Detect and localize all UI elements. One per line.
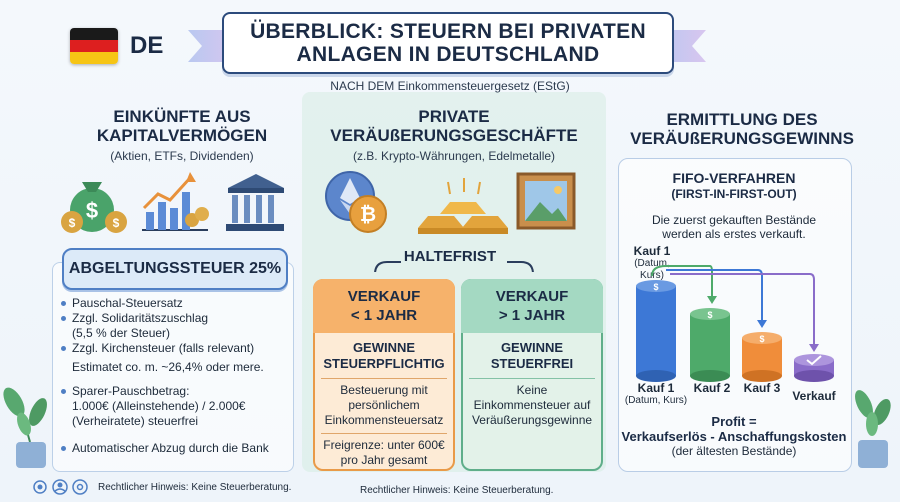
sun-icon (33, 480, 47, 494)
left-item-2: Zzgl. Solidaritätszuschlag(5,5 % der Ste… (61, 311, 292, 341)
abgeltungssteuer-badge: ABGELTUNGSSTEUER 25% (62, 248, 288, 290)
verkauf-long-title: VERKAUF > 1 JAHR (495, 288, 569, 324)
haltefrist-label: HALTEFRIST (403, 248, 497, 265)
middle-icons: ₿ (325, 171, 576, 234)
svg-text:$: $ (86, 198, 98, 223)
left-item-4: Sparer-Pauschbetrag:1.000€ (Alleinstehen… (61, 384, 292, 429)
fifo-header: FIFO-VERFAHREN (FIRST-IN-FIRST-OUT) Die … (651, 170, 817, 241)
left-title-line2: KAPITALVERMÖGEN (96, 126, 268, 145)
country-code: DE (130, 32, 164, 59)
crypto-coins-icon: ₿ (325, 171, 387, 233)
kauf3-label: Kauf 3 (743, 381, 781, 395)
left-item-1: Pauschal-Steuersatz (61, 296, 292, 311)
plant-right-icon (855, 390, 891, 468)
gold-bars-icon (418, 178, 508, 234)
kauf2-label: Kauf 2 (693, 381, 731, 395)
left-item-3: Zzgl. Kirchensteuer (falls relevant)Esti… (61, 341, 292, 375)
kauf1-stack: $ (636, 280, 676, 382)
verkauf-stack (794, 354, 834, 382)
user-icon (52, 479, 68, 495)
bank-icon (226, 174, 284, 231)
fifo-coin-stacks: $ $ $ (636, 265, 834, 382)
verkauf-short-header (313, 279, 455, 333)
svg-text:₿: ₿ (360, 204, 376, 226)
svg-text:$: $ (69, 216, 76, 230)
left-column-header: EINKÜNFTE AUS KAPITALVERMÖGEN (Aktien, E… (62, 107, 302, 163)
verkauf-long-header (461, 279, 603, 333)
footer-note-center: Rechtlicher Hinweis: Keine Steuerberatun… (360, 485, 554, 496)
svg-text:$: $ (707, 310, 712, 320)
title-banner: ÜBERBLICK: STEUERN BEI PRIVATEN ANLAGEN … (222, 12, 674, 74)
plant-left-icon (3, 387, 47, 468)
left-info-panel (52, 262, 294, 472)
left-title-line1: EINKÜNFTE AUS (113, 107, 251, 126)
german-flag-icon (70, 28, 118, 64)
middle-subtitle: (z.B. Krypto-Währungen, Edelmetalle) (352, 149, 556, 163)
settings-icon (72, 479, 88, 495)
verkauf-short-body: GEWINNE STEUERPFLICHTIG Besteuerung mit … (313, 340, 455, 468)
page-title-line2: ANLAGEN IN DEUTSCHLAND (296, 43, 600, 66)
middle-title-line1: PRIVATE (418, 107, 490, 126)
footer-icons (33, 479, 88, 495)
haltefrist-bracket (374, 261, 534, 272)
verkauf-label: Verkauf (792, 389, 836, 403)
right-column-header: ERMITTLUNG DES VERÄUßERUNGSGEWINNS (612, 110, 872, 148)
kauf3-stack: $ (742, 332, 782, 382)
kauf2-stack: $ (690, 308, 730, 382)
verkauf-short-title: VERKAUF < 1 JAHR (347, 288, 421, 324)
profit-formula: Profit = Verkaufserlös - Anschaffungskos… (621, 414, 847, 458)
kauf1-label: Kauf 1 (Datum, Kurs) (624, 381, 688, 406)
footer-note-left: Rechtlicher Hinweis: Keine Steuerberatun… (98, 482, 292, 493)
page-title-line1: ÜBERBLICK: STEUERN BEI PRIVATEN (250, 20, 646, 43)
left-icons: $ $ $ (61, 172, 284, 233)
left-subtitle: (Aktien, ETFs, Dividenden) (110, 149, 254, 163)
right-title-line2: VERÄUßERUNGSGEWINNS (630, 129, 854, 148)
verkauf-long-body: GEWINNE STEUERFREI Keine Einkommensteuer… (461, 340, 603, 428)
right-title-line1: ERMITTLUNG DES (666, 110, 818, 129)
page-subtitle: NACH DEM Einkommensteuergesetz (EStG) (330, 79, 570, 93)
left-item-5: Automatischer Abzug durch die Bank (61, 441, 292, 456)
svg-text:$: $ (759, 334, 764, 344)
middle-title-line2: VERÄUßERUNGSGESCHÄFTE (330, 126, 578, 145)
money-bags-icon: $ $ $ (61, 182, 127, 233)
growth-chart-icon (142, 172, 209, 231)
picture-frame-icon (516, 172, 576, 230)
svg-text:$: $ (653, 282, 658, 292)
middle-column-header: PRIVATE VERÄUßERUNGSGESCHÄFTE (z.B. Kryp… (302, 107, 606, 163)
svg-text:$: $ (113, 216, 120, 230)
